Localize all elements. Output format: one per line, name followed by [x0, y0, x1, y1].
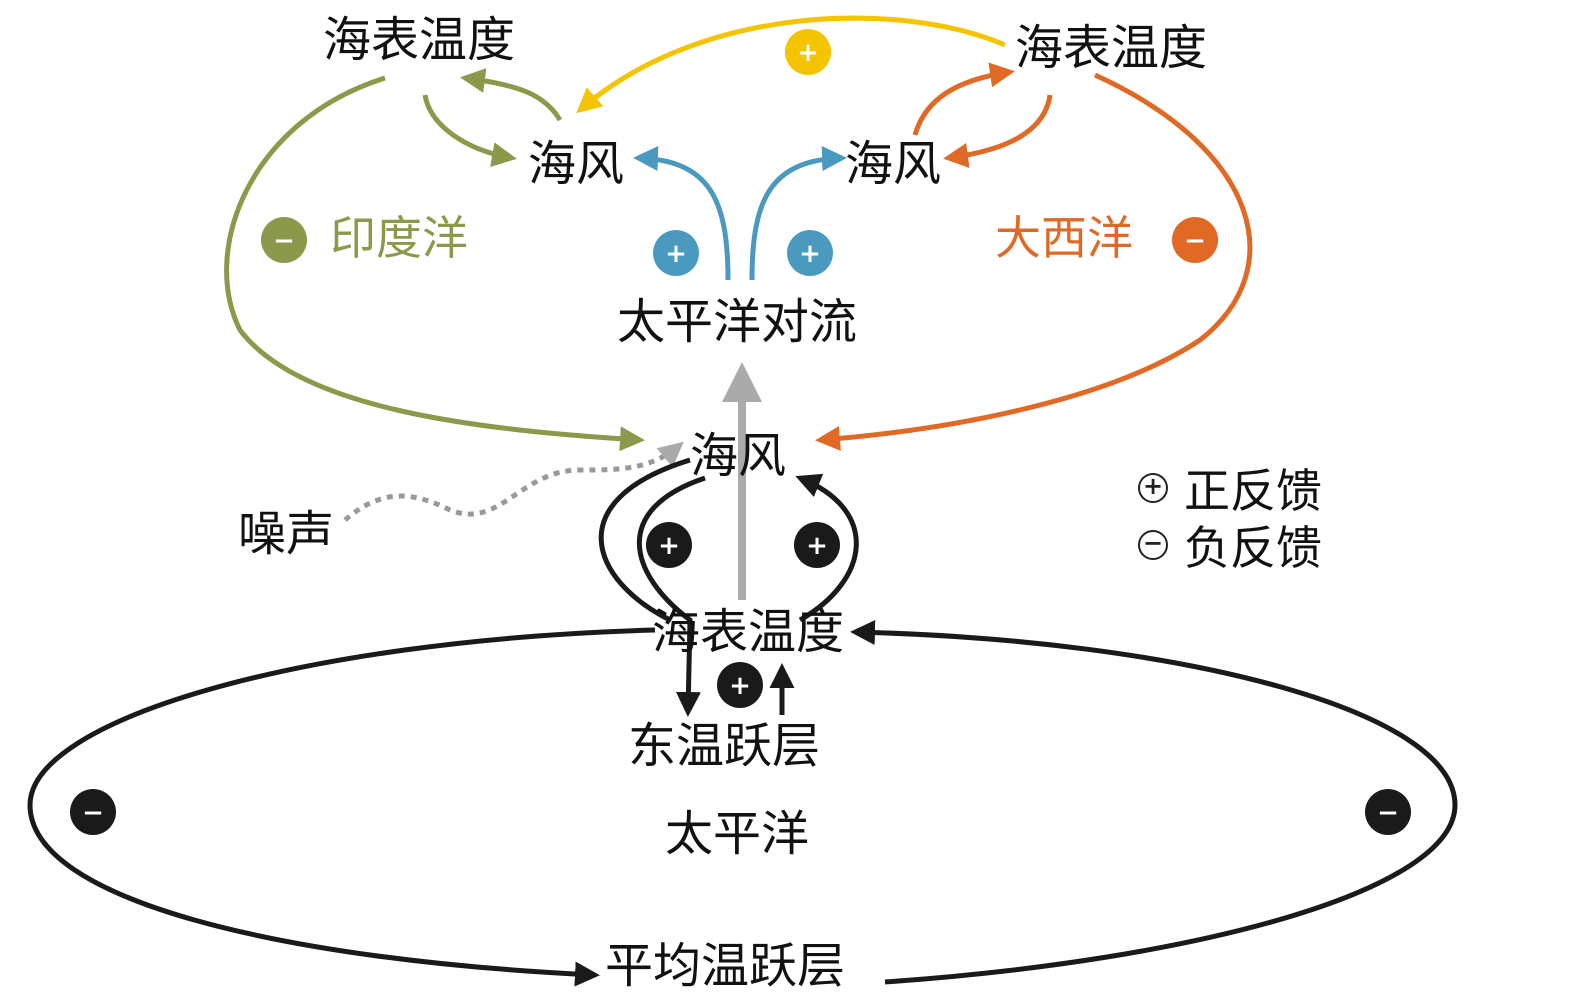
label-pacific-convection: 太平洋对流	[617, 294, 858, 350]
label-wind-pacific: 海风	[690, 428, 787, 484]
sign-thermocline-positive: +	[717, 662, 763, 708]
label-wind-indian: 海风	[528, 136, 625, 192]
svg-text:−: −	[1377, 798, 1399, 828]
label-atlantic-ocean: 大西洋	[995, 211, 1133, 265]
sign-convection-left-positive: +	[653, 230, 699, 276]
bjerknes-left-outer	[598, 457, 691, 623]
label-indian-ocean: 印度洋	[330, 211, 468, 265]
atlantic-outer-loop	[815, 72, 1253, 451]
label-mean-thermocline: 平均温跃层	[605, 938, 846, 994]
convection-to-atlantic-wind	[749, 146, 847, 281]
sign-yellow-positive: +	[785, 29, 831, 75]
atlantic-sst-to-wind	[943, 94, 1053, 168]
indian-outer-loop	[224, 75, 645, 452]
svg-text:−: −	[82, 798, 104, 828]
bjerknes-left-inner	[636, 475, 706, 717]
negative-legend-icon: −	[1138, 530, 1168, 560]
sign-pacific-left-negative: −	[70, 789, 116, 835]
negative-legend-label: 负反馈	[1184, 521, 1322, 575]
indian-sst-to-wind	[422, 94, 517, 167]
sign-bjerknes-right-positive: +	[794, 522, 840, 568]
sign-pacific-right-negative: −	[1365, 789, 1411, 835]
bjerknes-right	[795, 473, 859, 623]
positive-legend-icon: +	[1138, 473, 1168, 503]
label-sst-pacific: 海表温度	[652, 604, 845, 660]
sign-bjerknes-left-positive: +	[646, 522, 692, 568]
pacific-big-loop-left	[27, 627, 656, 987]
label-noise: 噪声	[238, 506, 335, 562]
sign-atlantic-negative: −	[1172, 217, 1218, 263]
svg-text:−: −	[273, 226, 295, 256]
svg-text:+: +	[799, 239, 821, 269]
svg-text:−: −	[1184, 226, 1206, 256]
legend-negative: − 负反馈	[1138, 512, 1322, 578]
svg-text:+: +	[665, 239, 687, 269]
pacific-big-loop-right	[850, 619, 1458, 985]
label-sst-indian: 海表温度	[323, 12, 516, 68]
yellow-interbasin-arrow	[576, 15, 1006, 114]
atlantic-wind-to-sst	[912, 62, 1015, 136]
svg-text:+: +	[797, 38, 819, 68]
sign-convection-right-positive: +	[787, 230, 833, 276]
noise-path	[343, 441, 684, 522]
convection-to-indian-wind	[633, 146, 731, 281]
label-wind-atlantic: 海风	[845, 136, 942, 192]
svg-text:+: +	[658, 531, 680, 561]
label-sst-atlantic: 海表温度	[1015, 20, 1208, 76]
positive-legend-label: 正反馈	[1184, 464, 1322, 518]
sign-indian-negative: −	[261, 217, 307, 263]
label-east-thermocline: 东温跃层	[628, 718, 821, 774]
legend-positive: + 正反馈	[1138, 455, 1322, 521]
label-pacific-ocean: 太平洋	[665, 806, 810, 862]
indian-wind-to-sst	[460, 68, 563, 122]
svg-text:+: +	[729, 671, 751, 701]
svg-text:+: +	[806, 531, 828, 561]
